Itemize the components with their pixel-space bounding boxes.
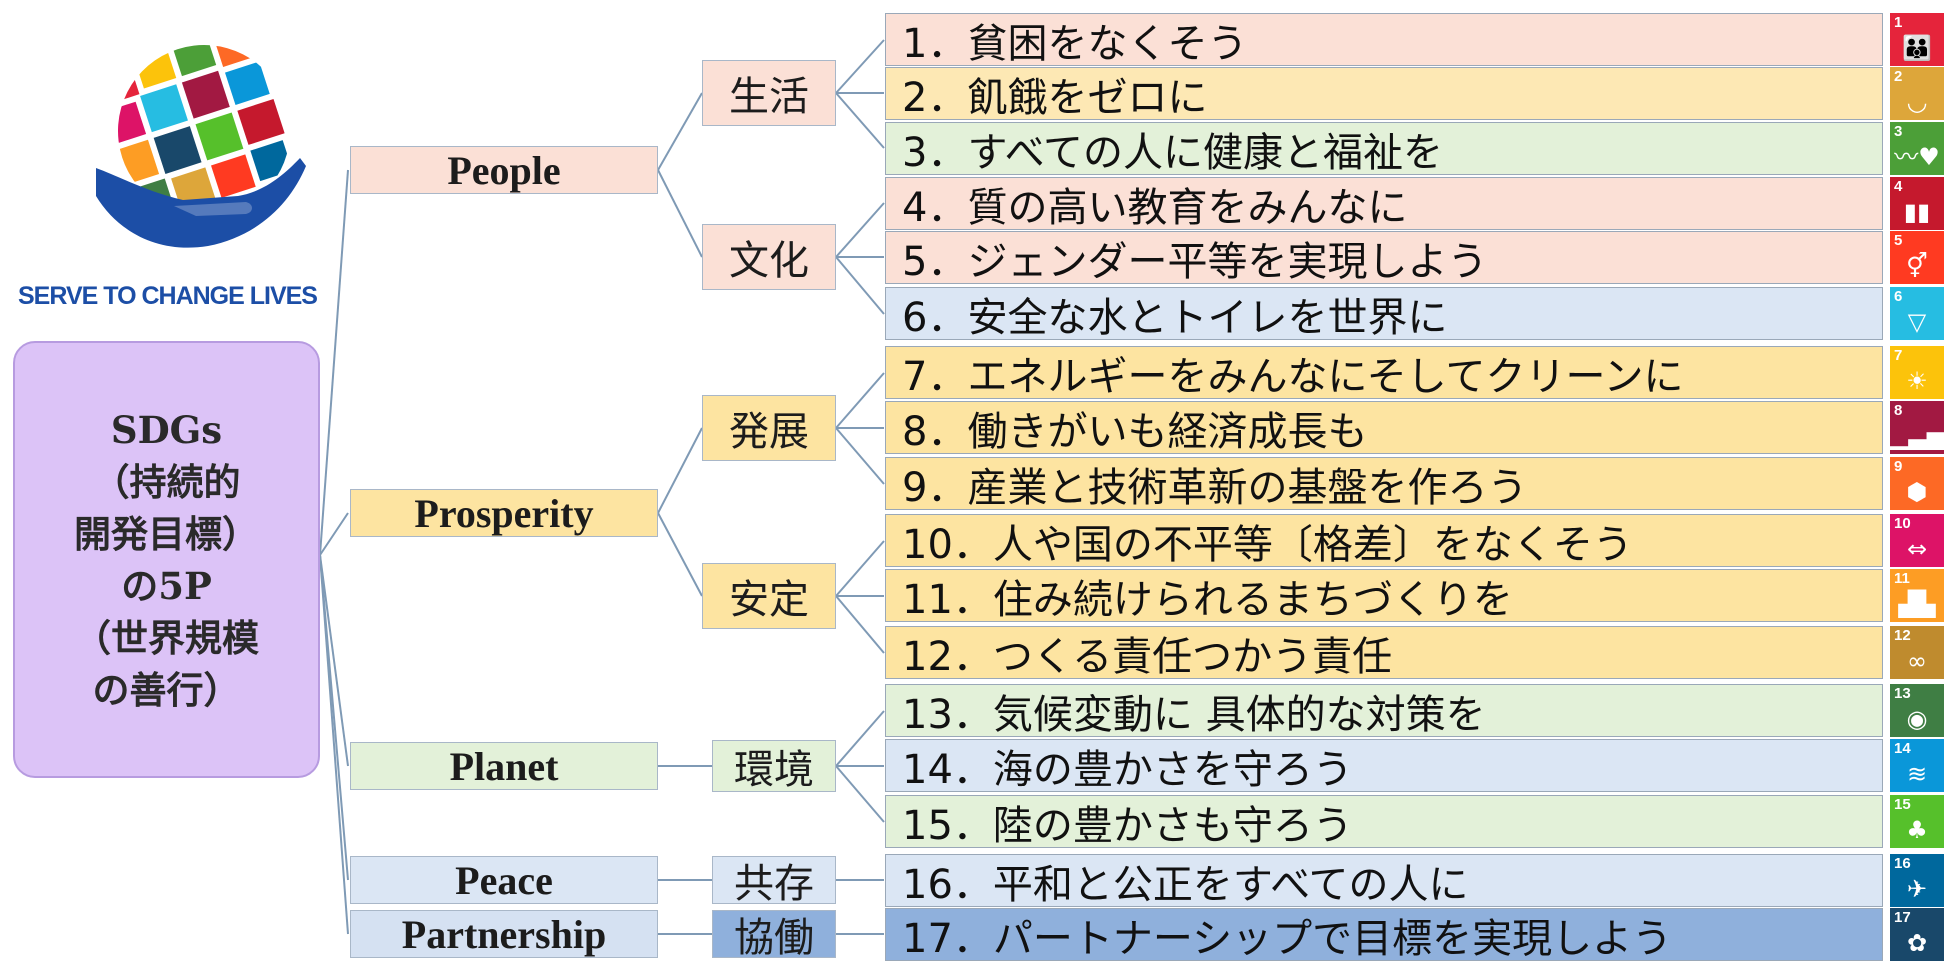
kankyo-to-goal13-line	[835, 710, 885, 767]
bowl-icon: 2◡	[1890, 67, 1944, 120]
goal-15: 15．陸の豊かさも守ろう	[885, 795, 1883, 848]
goal-2: 2．飢餓をゼロに	[885, 67, 1883, 120]
hatten-to-goal7-line	[835, 372, 885, 429]
pillar-people: People	[350, 146, 658, 194]
logo-tagline: SERVE TO CHANGE LIVES	[18, 282, 318, 310]
people-to-seikatsu-line	[657, 92, 703, 171]
goal-label: 10．人や国の不平等〔格差〕をなくそう	[902, 521, 1633, 567]
goal-label: 12．つくる責任つかう責任	[902, 633, 1393, 679]
goal-label: 5．ジェンダー平等を実現しよう	[902, 238, 1488, 284]
goal-4: 4．質の高い教育をみんなに	[885, 177, 1883, 230]
pillar-label: Partnership	[401, 911, 607, 957]
goal-16: 16．平和と公正をすべての人に	[885, 854, 1883, 907]
category-label: 生活	[729, 74, 809, 120]
growth-chart-icon: 8▁▃▅↗	[1890, 401, 1944, 454]
goal-label: 9．産業と技術革新の基盤を作ろう	[902, 464, 1528, 510]
category-hatten: 発展	[702, 395, 836, 461]
goal-12: 12．つくる責任つかう責任	[885, 626, 1883, 679]
category-label: 発展	[729, 409, 809, 455]
goal-3: 3．すべての人に健康と福祉を	[885, 122, 1883, 175]
people-icon: 1👪	[1890, 13, 1944, 66]
goal-label: 14．海の豊かさを守ろう	[902, 746, 1353, 792]
category-bunka: 文化	[702, 224, 836, 290]
pillar-planet: Planet	[350, 742, 658, 790]
category-seikatsu: 生活	[702, 60, 836, 126]
bunka-to-goal6-line	[835, 256, 885, 315]
seikatsu-to-goal1-line	[835, 39, 885, 94]
antei-to-goal12-line	[835, 595, 885, 654]
dove-icon: 16✈	[1890, 854, 1944, 907]
category-label: 安定	[729, 577, 809, 623]
gender-icon: 5⚥	[1890, 231, 1944, 284]
pillar-prosperity: Prosperity	[350, 489, 658, 537]
pillar-label: People	[447, 147, 561, 193]
category-label: 環境	[734, 747, 814, 793]
pillar-label: Prosperity	[414, 490, 594, 536]
water-icon: 6▽	[1890, 287, 1944, 340]
tree-icon: 15♣	[1890, 795, 1944, 848]
prosperity-to-antei-line	[657, 512, 703, 597]
goal-5: 5．ジェンダー平等を実現しよう	[885, 231, 1883, 284]
partnership-flower-icon: 17✿	[1890, 908, 1944, 961]
goal-label: 3．すべての人に健康と福祉を	[902, 129, 1444, 175]
seikatsu-to-goal3-line	[835, 92, 885, 149]
goal-label: 8．働きがいも経済成長も	[902, 408, 1368, 454]
root-node: SDGs （持続的 開発目標） の5P （世界規模 の善行）	[13, 341, 320, 778]
goal-label: 7．エネルギーをみんなにそしてクリーンに	[902, 353, 1684, 399]
city-icon: 11▟▙	[1890, 569, 1944, 622]
goal-17: 17．パートナーシップで目標を実現しよう	[885, 908, 1883, 961]
root-to-people-line	[319, 169, 349, 556]
goal-9: 9．産業と技術革新の基盤を作ろう	[885, 457, 1883, 510]
category-label: 協働	[734, 915, 814, 961]
goal-label: 13．気候変動に 具体的な対策を	[902, 691, 1486, 737]
eye-globe-icon: 13◉	[1890, 684, 1944, 737]
pillar-partnership: Partnership	[350, 910, 658, 958]
bunka-to-goal4-line	[835, 202, 885, 258]
goal-label: 1．貧困をなくそう	[902, 20, 1248, 66]
infinity-icon: 12∞	[1890, 626, 1944, 679]
goal-label: 2．飢餓をゼロに	[902, 74, 1208, 120]
goal-label: 15．陸の豊かさも守ろう	[902, 802, 1353, 848]
root-to-prosperity-line	[319, 512, 349, 556]
goal-10: 10．人や国の不平等〔格差〕をなくそう	[885, 514, 1883, 567]
goal-label: 16．平和と公正をすべての人に	[902, 861, 1469, 907]
goal-6: 6．安全な水とトイレを世界に	[885, 287, 1883, 340]
people-to-bunka-line	[657, 169, 703, 258]
prosperity-to-hatten-line	[657, 427, 703, 514]
hatten-to-goal9-line	[835, 427, 885, 485]
pillar-peace: Peace	[350, 856, 658, 904]
antei-to-goal10-line	[835, 540, 885, 597]
rotary-globe-hand-icon	[78, 22, 318, 276]
book-icon: 4▮▮	[1890, 177, 1944, 230]
cubes-icon: 9⬢	[1890, 457, 1944, 510]
category-antei: 安定	[702, 563, 836, 629]
sun-icon: 7☀	[1890, 346, 1944, 399]
equality-icon: 10⇔	[1890, 514, 1944, 567]
root-to-partnership-line	[319, 554, 349, 935]
pillar-label: Peace	[455, 857, 553, 903]
category-label: 文化	[729, 238, 809, 284]
goal-13: 13．気候変動に 具体的な対策を	[885, 684, 1883, 737]
goal-7: 7．エネルギーをみんなにそしてクリーンに	[885, 346, 1883, 399]
goal-label: 6．安全な水とトイレを世界に	[902, 294, 1448, 340]
goal-8: 8．働きがいも経済成長も	[885, 401, 1883, 454]
goal-label: 11．住み続けられるまちづくりを	[902, 576, 1513, 622]
category-kyodo: 協働	[712, 910, 836, 961]
kankyo-to-goal15-line	[835, 765, 885, 823]
pillar-label: Planet	[449, 743, 559, 789]
category-kyozon: 共存	[712, 856, 836, 907]
goal-1: 1．貧困をなくそう	[885, 13, 1883, 66]
category-label: 共存	[734, 861, 814, 907]
root-label: SDGs （持続的 開発目標） の5P （世界規模 の善行）	[74, 407, 259, 712]
goal-label: 17．パートナーシップで目標を実現しよう	[902, 915, 1673, 961]
goal-11: 11．住み続けられるまちづくりを	[885, 569, 1883, 622]
root-to-planet-line	[319, 554, 349, 767]
goal-label: 4．質の高い教育をみんなに	[902, 184, 1408, 230]
fish-icon: 14≋	[1890, 739, 1944, 792]
heartbeat-icon: 3〰♥	[1890, 122, 1944, 175]
goal-14: 14．海の豊かさを守ろう	[885, 739, 1883, 792]
category-kankyo: 環境	[712, 740, 836, 793]
